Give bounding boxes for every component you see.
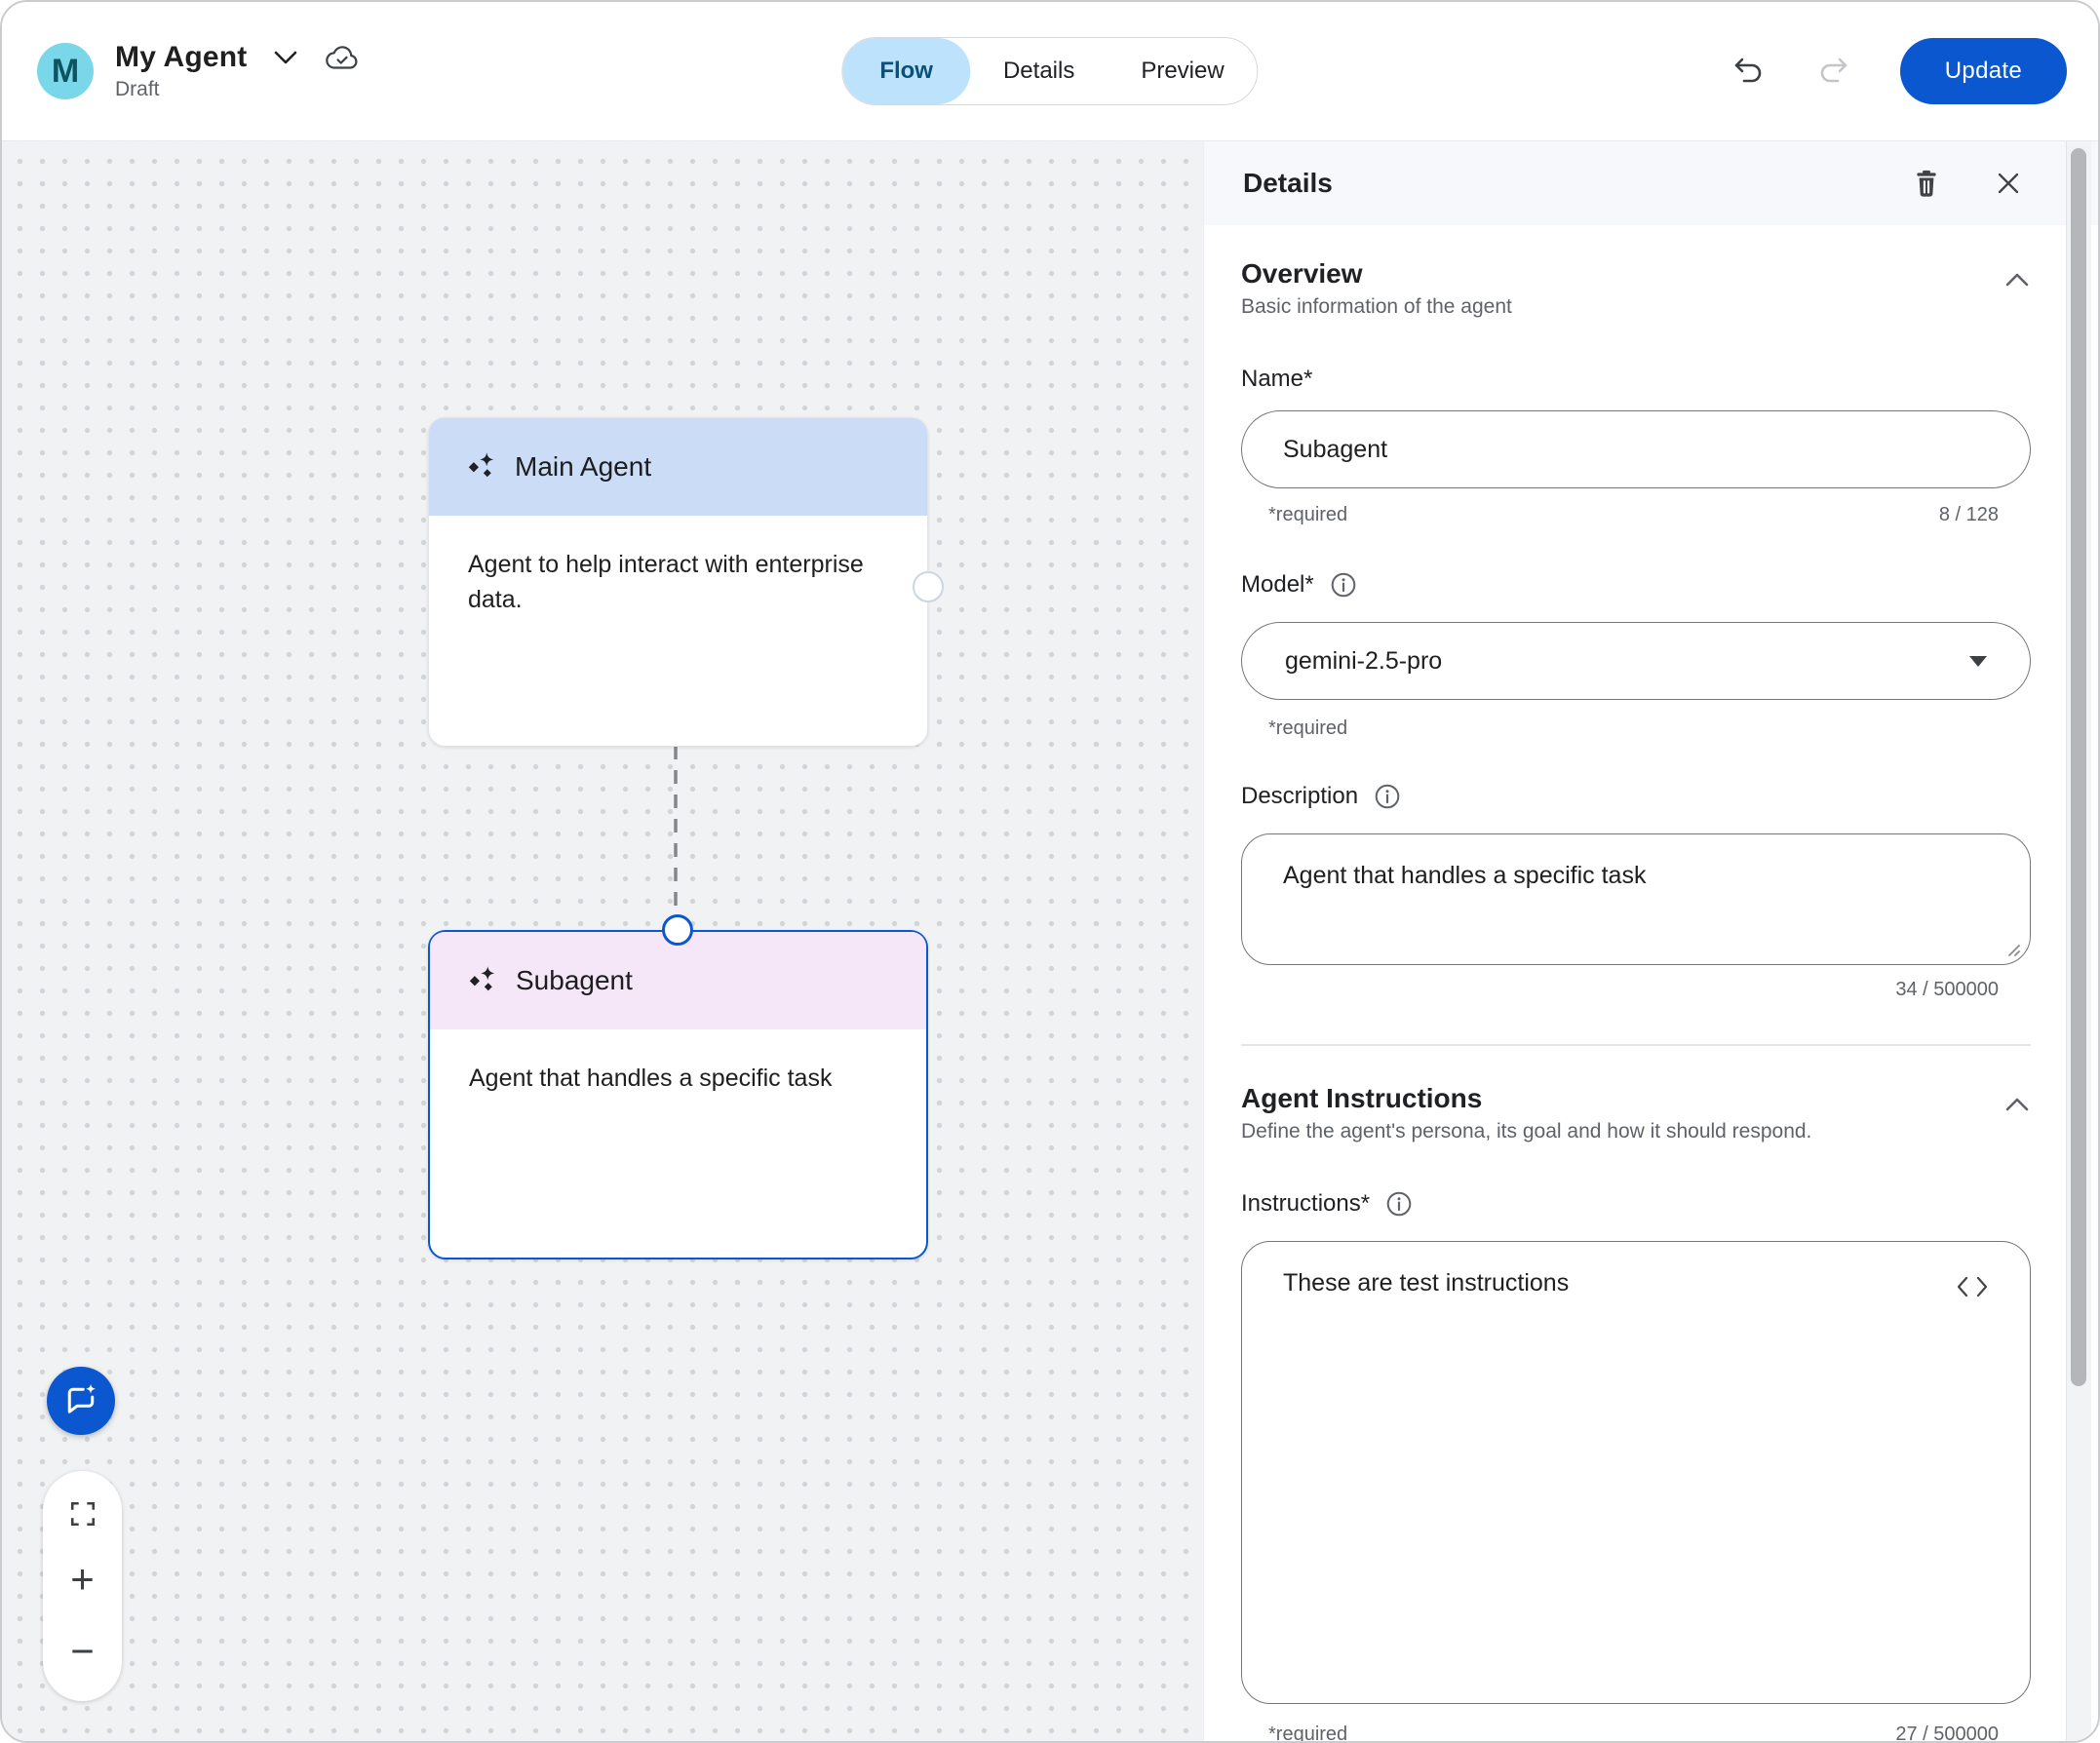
node-main-agent[interactable]: Main Agent Agent to help interact with e… [428, 417, 944, 747]
cloud-done-icon [324, 43, 361, 72]
name-char-count: 8 / 128 [1938, 504, 1999, 525]
agent-menu-button[interactable] [273, 50, 298, 65]
name-input[interactable] [1241, 410, 2031, 488]
code-icon [1956, 1275, 1989, 1298]
view-tabs: Flow Details Preview [841, 37, 1259, 105]
description-field-label: Description [1241, 783, 1359, 809]
redo-button[interactable] [1816, 56, 1849, 87]
status-badge: Draft [115, 78, 160, 100]
redo-icon [1816, 56, 1849, 87]
tab-preview[interactable]: Preview [1108, 38, 1257, 104]
instructions-label-row: Instructions* [1241, 1190, 2031, 1218]
fit-view-button[interactable] [63, 1499, 102, 1529]
node-description: Agent that handles a specific task [469, 1065, 833, 1092]
instructions-textarea-wrap: These are test instructions [1241, 1241, 2031, 1704]
instructions-collapse-button[interactable] [2003, 1097, 2031, 1112]
chat-assist-button[interactable] [47, 1367, 115, 1435]
chat-sparkle-icon [62, 1382, 99, 1419]
details-panel-header: Details [1204, 141, 2098, 225]
model-field-label: Model* [1241, 571, 1314, 598]
flow-canvas[interactable]: Main Agent Agent to help interact with e… [2, 141, 1203, 1741]
dropdown-caret-icon [1969, 655, 1987, 667]
app-header: M My Agent Draft Flow Det [2, 2, 2098, 141]
description-textarea-wrap: Agent that handles a specific task [1241, 833, 2031, 965]
agent-title-block: My Agent Draft [115, 41, 361, 101]
panel-scrollbar [2066, 141, 2091, 1741]
info-icon[interactable] [1330, 571, 1357, 599]
node-title: Main Agent [515, 451, 652, 482]
connector-handle-right[interactable] [913, 571, 944, 602]
overview-heading: Overview [1241, 258, 1363, 289]
model-label-row: Model* [1241, 571, 2031, 599]
node-subagent-header: Subagent [430, 932, 926, 1029]
agent-spark-icon [464, 450, 497, 484]
undo-button[interactable] [1732, 56, 1766, 87]
node-main-agent-header: Main Agent [429, 418, 927, 516]
header-actions: Update [1732, 38, 2067, 104]
description-char-count: 34 / 500000 [1895, 979, 1999, 1000]
fullscreen-icon [69, 1500, 97, 1528]
connector-handle-top[interactable] [661, 914, 693, 946]
section-divider [1241, 1044, 2031, 1046]
edge-connector [674, 746, 678, 917]
tab-details[interactable]: Details [970, 38, 1108, 104]
model-select[interactable]: gemini-2.5-pro [1241, 622, 2031, 700]
instructions-helper-row: *required 27 / 500000 [1241, 1724, 2031, 1743]
trash-icon [1913, 169, 1940, 198]
node-subagent[interactable]: Subagent Agent that handles a specific t… [428, 914, 928, 1259]
details-panel: Details [1203, 141, 2098, 1741]
update-button[interactable]: Update [1899, 38, 2067, 104]
description-textarea[interactable]: Agent that handles a specific task [1242, 834, 2030, 964]
code-view-button[interactable] [1956, 1275, 1989, 1298]
agent-spark-icon [465, 964, 498, 997]
close-panel-button[interactable] [1995, 170, 2022, 197]
delete-node-button[interactable] [1913, 169, 1940, 198]
avatar: M [37, 43, 94, 99]
info-icon[interactable] [1374, 783, 1401, 810]
panel-title: Details [1243, 168, 1333, 198]
zoom-out-button[interactable]: − [64, 1630, 100, 1673]
chevron-up-icon [2003, 272, 2031, 288]
page-title: My Agent [115, 41, 248, 73]
details-panel-content: Overview Basic information of the agent … [1204, 258, 2098, 1743]
model-required-hint: *required [1268, 717, 1348, 739]
chevron-up-icon [2003, 1097, 2031, 1112]
close-icon [1995, 170, 2022, 197]
node-title: Subagent [516, 965, 633, 995]
undo-icon [1732, 56, 1766, 87]
instructions-field-label: Instructions* [1241, 1190, 1371, 1217]
overview-subheading: Basic information of the agent [1241, 295, 1512, 318]
instructions-section-header: Agent Instructions Define the agent's pe… [1241, 1083, 2031, 1143]
name-helper-row: *required 8 / 128 [1241, 504, 2031, 526]
node-description: Agent to help interact with enterprise d… [468, 551, 864, 614]
info-icon[interactable] [1385, 1190, 1413, 1218]
overview-collapse-button[interactable] [2003, 272, 2031, 288]
canvas-zoom-toolbar: + − [43, 1471, 122, 1701]
instructions-subheading: Define the agent's persona, its goal and… [1241, 1120, 1812, 1143]
overview-section-header: Overview Basic information of the agent [1241, 258, 2031, 319]
name-required-hint: *required [1268, 504, 1348, 525]
instructions-heading: Agent Instructions [1241, 1083, 1483, 1113]
instructions-textarea[interactable]: These are test instructions [1242, 1242, 2030, 1703]
instructions-char-count: 27 / 500000 [1895, 1724, 1999, 1743]
description-label-row: Description [1241, 783, 2031, 810]
model-select-value: gemini-2.5-pro [1285, 646, 1443, 675]
chevron-down-icon [273, 50, 298, 65]
instructions-required-hint: *required [1268, 1724, 1348, 1743]
panel-scrollbar-thumb[interactable] [2071, 148, 2086, 1386]
resize-handle-icon[interactable] [2004, 941, 2020, 956]
name-field-label: Name* [1241, 366, 1313, 392]
zoom-in-button[interactable]: + [64, 1558, 100, 1601]
tab-flow[interactable]: Flow [842, 38, 970, 104]
